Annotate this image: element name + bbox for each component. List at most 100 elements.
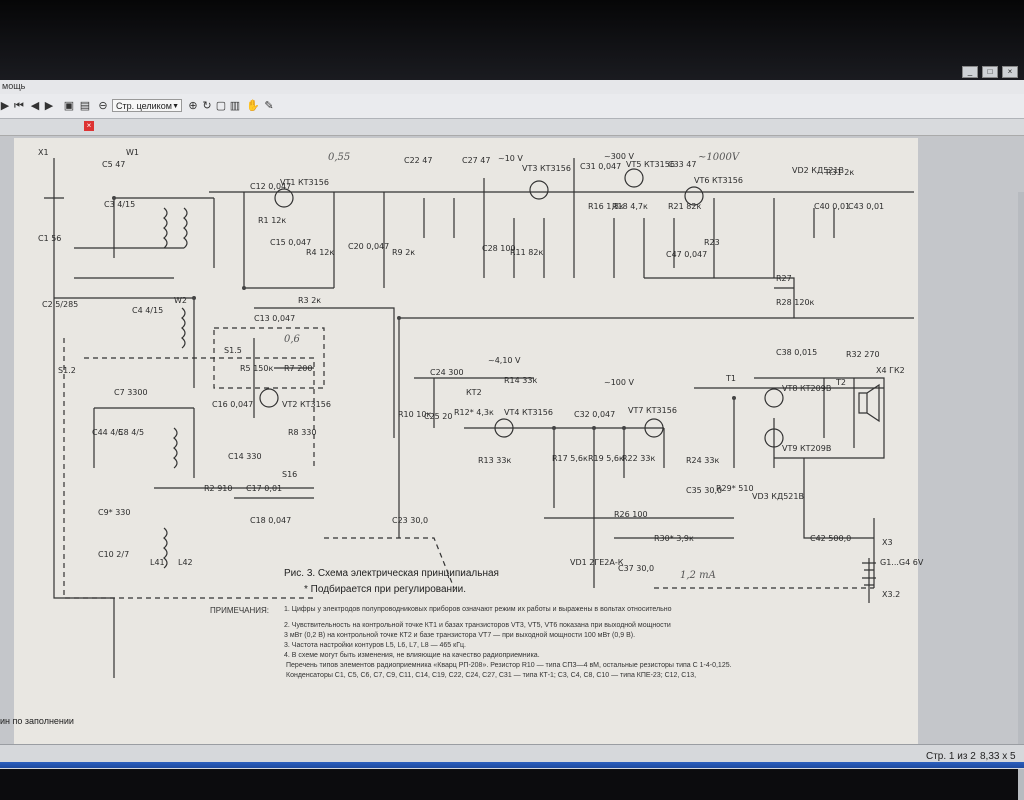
handwritten-note-3: 1,2 mA — [680, 570, 716, 581]
viewer-window: мощь _ □ × ▶ ⏮ ◀ ▶ ▣ ▤ ⊖ Стр. целиком ▼ … — [0, 66, 1024, 800]
l41-label: L41 — [150, 558, 165, 567]
r29-label: R29* 510 — [716, 484, 754, 493]
x32-label: X3.2 — [882, 590, 901, 599]
r5-label: R5 150к — [240, 364, 274, 373]
document-tabs: × — [0, 119, 1024, 136]
vt9-label: VT9 КТ209В — [782, 444, 832, 453]
r7-label: R7 200 — [284, 364, 313, 373]
c7-label: C7 3300 — [114, 388, 148, 397]
handwritten-note-1: 0,55 — [328, 152, 351, 163]
r4-label: R4 12к — [306, 248, 335, 257]
note-line: Перечень типов элементов радиоприемника … — [286, 662, 732, 669]
zoom-select[interactable]: Стр. целиком ▼ — [112, 99, 182, 112]
s12-label: S1.2 — [58, 366, 76, 375]
x3-label: X3 — [882, 538, 893, 547]
hand-tool-icon[interactable]: ✋ — [246, 100, 260, 112]
single-page-icon[interactable]: ▢ — [215, 100, 227, 112]
c44-label: C44 4/5 — [92, 428, 124, 437]
r30-label: R30* 3,9к — [654, 534, 694, 543]
zoom-in-icon[interactable]: ⊕ — [188, 100, 198, 112]
schematic-drawing — [44, 158, 914, 678]
r14-label: R14 33к — [504, 376, 538, 385]
r2-label: R2 910 — [204, 484, 233, 493]
w1-label: W1 — [126, 148, 139, 157]
gb-label: G1...G4 6V — [880, 558, 924, 567]
prev-page-icon[interactable]: ⏮ — [14, 100, 24, 112]
r21-label: R21 82к — [668, 202, 702, 211]
c37-label: C37 30,0 — [618, 564, 655, 573]
s16-label: S16 — [282, 470, 298, 479]
r13-label: R13 33к — [478, 456, 512, 465]
s15-label: S1.5 — [224, 346, 242, 355]
r26-label: R26 100 — [614, 510, 648, 519]
page-indicator: Стр. 1 из 2 — [926, 751, 976, 762]
vt8-label: VT8 КТ209В — [782, 384, 832, 393]
r9-label: R9 2к — [392, 248, 416, 257]
c33-label: C33 47 — [668, 160, 697, 169]
c10-label: C10 2/7 — [98, 550, 130, 559]
r22-label: R22 33к — [622, 454, 656, 463]
menu-label[interactable]: мощь — [2, 81, 26, 91]
t1-label: T1 — [726, 374, 736, 383]
c31-label: C31 0,047 — [580, 162, 622, 171]
vd2-label: VD2 КД521В — [792, 166, 844, 175]
c24-label: C24 300 — [430, 368, 464, 377]
close-document-icon[interactable]: × — [84, 121, 94, 131]
c38-label: C38 0,015 — [776, 348, 818, 357]
r8-label: R8 330 — [288, 428, 317, 437]
r17-label: R17 5,6к — [552, 454, 588, 463]
zoom-out-icon[interactable]: ⊖ — [98, 100, 108, 112]
c14-label: C14 330 — [228, 452, 262, 461]
back-icon[interactable]: ◀ — [30, 100, 40, 112]
rotate-icon[interactable]: ↻ — [202, 100, 212, 112]
document-viewport[interactable]: X1 W1 C5 47 C1 56 C3 4/15 C4 4/15 C2 5/2… — [0, 136, 1024, 800]
play-icon[interactable]: ▶ — [0, 100, 10, 112]
c18-label: C18 0,047 — [250, 516, 292, 525]
fit-page-icon[interactable]: ▣ — [63, 100, 75, 112]
c23-label: C23 30,0 — [392, 516, 429, 525]
vt7-label: VT7 КТ3156 — [628, 406, 677, 415]
c25-label: C25 20 — [424, 412, 453, 421]
notes-heading: ПРИМЕЧАНИЯ: — [210, 606, 270, 615]
note-line: 2. Чувствительность на контрольной точке… — [284, 622, 671, 629]
c27-label: C27 47 — [462, 156, 491, 165]
r18-label: R18 4,7к — [612, 202, 648, 211]
c9-label: C9* 330 — [98, 508, 131, 517]
vertical-scrollbar[interactable] — [1018, 192, 1024, 800]
close-button[interactable]: × — [1002, 66, 1018, 78]
c42-label: C42 500,0 — [810, 534, 852, 543]
c35-label: C35 30,0 — [686, 486, 723, 495]
two-page-icon[interactable]: ▥ — [229, 100, 241, 112]
forward-icon[interactable]: ▶ — [44, 100, 54, 112]
figure-caption: Рис. 3. Схема электрическая принципиальн… — [284, 568, 499, 579]
vt3-voltage-label: ~10 V — [498, 154, 523, 163]
monitor-bezel — [0, 0, 1024, 80]
left-edge-text: ин по заполнении — [0, 716, 74, 726]
fit-width-icon[interactable]: ▤ — [79, 100, 91, 112]
note-line: 4. В схеме могут быть изменения, не влия… — [284, 652, 540, 659]
r23-label: R23 — [704, 238, 720, 247]
c43-label: C43 0,01 — [848, 202, 885, 211]
minimize-button[interactable]: _ — [962, 66, 978, 78]
c8-label: C8 4/5 — [118, 428, 145, 437]
menu-bar: мощь _ □ × — [0, 66, 1024, 95]
r3-label: R3 2к — [298, 296, 322, 305]
taskbar[interactable] — [0, 762, 1024, 768]
kt2-label: КТ2 — [466, 388, 482, 397]
vt6-label: VT6 КТ3156 — [694, 176, 743, 185]
c5-label: C5 47 — [102, 160, 126, 169]
note-line: 1. Цифры у электродов полупроводниковых … — [284, 606, 672, 613]
figure-subcaption: * Подбирается при регулировании. — [304, 584, 467, 595]
x1-label: X1 — [38, 148, 49, 157]
vd3-label: VD3 КД521В — [752, 492, 804, 501]
c22-label: C22 47 — [404, 156, 433, 165]
r1-label: R1 12к — [258, 216, 287, 225]
t2-label: T2 — [836, 378, 846, 387]
handwritten-note-2: 0,6 — [284, 334, 300, 345]
c15-label: C15 0,047 — [270, 238, 312, 247]
maximize-button[interactable]: □ — [982, 66, 998, 78]
window-controls: _ □ × — [962, 66, 1018, 78]
c2-label: C2 5/285 — [42, 300, 79, 309]
select-tool-icon[interactable]: ✎ — [264, 100, 274, 112]
c1-label: C1 56 — [38, 234, 62, 243]
